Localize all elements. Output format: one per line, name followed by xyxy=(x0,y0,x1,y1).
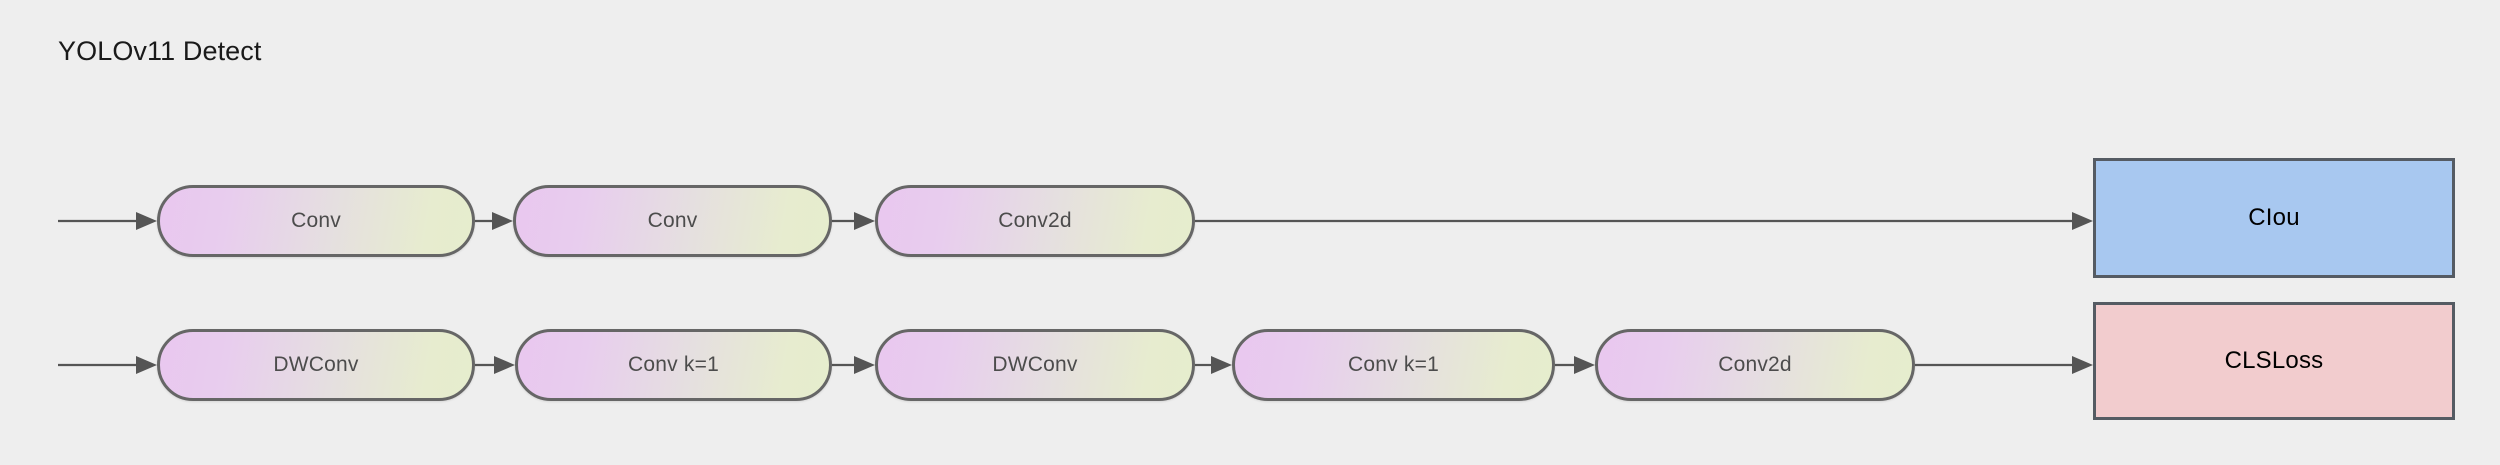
arrowhead-icon xyxy=(136,356,157,374)
arrowhead-icon xyxy=(1574,356,1595,374)
node-r1-conv-2[interactable]: Conv xyxy=(513,185,832,257)
node-label: Conv xyxy=(291,209,341,232)
arrow-e-r1-2-3 xyxy=(832,212,875,230)
arrow-e-r2-5-cls xyxy=(1915,356,2093,374)
node-label: DWConv xyxy=(273,353,359,376)
node-r2-dwconv-1[interactable]: DWConv xyxy=(157,329,475,401)
arrow-e-in-row2 xyxy=(58,356,157,374)
arrowhead-icon xyxy=(854,356,875,374)
node-clsloss-box[interactable]: CLSLoss xyxy=(2093,302,2455,420)
arrow-e-r2-3-4 xyxy=(1195,356,1232,374)
loss-label: CLSLoss xyxy=(2224,347,2324,374)
node-label: DWConv xyxy=(992,353,1078,376)
node-r2-conv2d[interactable]: Conv2d xyxy=(1595,329,1915,401)
node-ciou-box[interactable]: CIou xyxy=(2093,158,2455,278)
arrow-e-in-row1 xyxy=(58,212,157,230)
arrowhead-icon xyxy=(2072,356,2093,374)
node-label: Conv k=1 xyxy=(628,353,719,376)
arrow-e-r2-4-5 xyxy=(1555,356,1595,374)
node-label: Conv2d xyxy=(998,209,1072,232)
node-label: Conv k=1 xyxy=(1348,353,1439,376)
page-title: YOLOv11 Detect xyxy=(58,36,262,66)
arrow-e-r2-1-2 xyxy=(475,356,515,374)
node-r1-conv-1[interactable]: Conv xyxy=(157,185,475,257)
arrowhead-icon xyxy=(2072,212,2093,230)
loss-label: CIou xyxy=(2248,204,2300,231)
node-r2-convk1-2[interactable]: Conv k=1 xyxy=(1232,329,1555,401)
arrowhead-icon xyxy=(492,212,513,230)
node-r2-dwconv-2[interactable]: DWConv xyxy=(875,329,1195,401)
node-label: Conv xyxy=(647,209,698,232)
arrowhead-icon xyxy=(136,212,157,230)
node-label: Conv2d xyxy=(1718,353,1792,376)
node-r2-convk1-1[interactable]: Conv k=1 xyxy=(515,329,832,401)
arrowhead-icon xyxy=(854,212,875,230)
arrow-e-r1-3-ciou xyxy=(1195,212,2093,230)
node-r1-conv2d[interactable]: Conv2d xyxy=(875,185,1195,257)
arrowhead-icon xyxy=(1211,356,1232,374)
arrow-e-r1-1-2 xyxy=(475,212,513,230)
arrow-e-r2-2-3 xyxy=(832,356,875,374)
arrowhead-icon xyxy=(494,356,515,374)
